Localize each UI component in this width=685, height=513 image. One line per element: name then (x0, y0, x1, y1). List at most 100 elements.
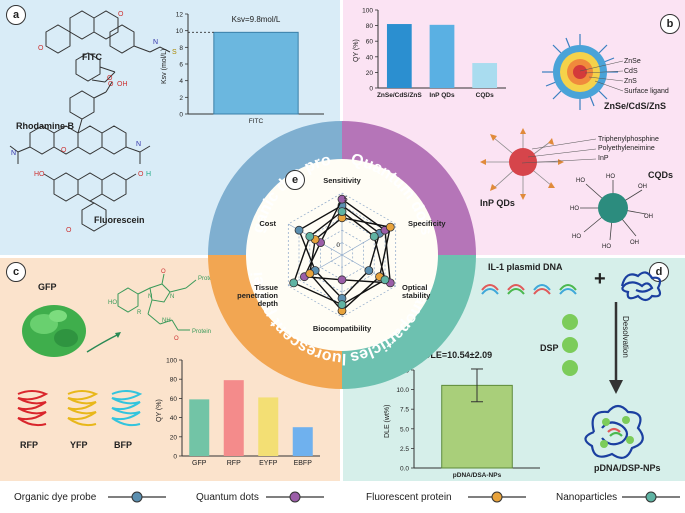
inp-qd-icon (480, 128, 564, 200)
yfp-protein-icon (67, 390, 99, 427)
dsp-nanoparticle-icon (584, 404, 644, 459)
dsp-label: DSP (540, 343, 559, 353)
radar-point (294, 225, 304, 235)
x-tick-label: ZnSe/CdS/ZnS (377, 92, 422, 99)
svg-text:O: O (161, 269, 166, 275)
y-tick-label: 8 (179, 45, 183, 52)
y-tick-label: 5.0 (400, 426, 409, 433)
plasmid-dna-icon (481, 284, 577, 295)
y-tick-label: 100 (166, 358, 177, 365)
fluorescein-label: Fluorescein (94, 215, 145, 225)
inp-ligand-pei: Polyethyleneimine (598, 145, 655, 152)
zncds-label-zns: ZnS (624, 78, 637, 85)
qd-chart-ylabel: QY (%) (353, 39, 360, 62)
y-tick-label: 20 (170, 434, 178, 441)
y-tick-label: 2 (179, 95, 183, 102)
bar (386, 24, 412, 88)
ksv-chart-ylabel: Ksv (mol/L) (161, 49, 168, 84)
radar-point (305, 269, 315, 279)
radar-point (380, 275, 390, 285)
svg-text:OH: OH (630, 240, 639, 246)
gfp-label: GFP (38, 282, 57, 292)
y-tick-label: 0.0 (400, 466, 409, 473)
bar (258, 397, 279, 456)
svg-text:N: N (148, 294, 152, 300)
svg-text:O: O (38, 45, 44, 52)
radar-axis-label: Cost (259, 219, 276, 228)
panel-label-b: b (660, 14, 680, 34)
radar-point (369, 231, 379, 241)
rfp-protein-icon (17, 390, 49, 427)
inp-ligand-tpp: Triphenylphosphine (598, 136, 659, 143)
radar-point (385, 222, 395, 232)
x-tick-label: GFP (192, 460, 207, 467)
svg-text:OH: OH (638, 184, 647, 190)
radar-point (337, 194, 347, 204)
panel-label-c: c (6, 262, 26, 282)
svg-text:HO: HO (108, 300, 117, 306)
bar (223, 380, 244, 456)
dle-annotation: DLE=10.54±2.09 (424, 350, 492, 360)
protein-top-label: Protein (198, 276, 218, 282)
bar (429, 24, 455, 88)
rfp-label: RFP (20, 440, 38, 450)
y-tick-label: 0 (369, 86, 373, 93)
bar (213, 31, 299, 115)
y-tick-label: 10.0 (396, 387, 409, 394)
y-tick-label: 100 (362, 8, 373, 15)
y-tick-label: 40 (170, 415, 178, 422)
inp-core-label: InP (598, 155, 609, 162)
zncds-label-cds: CdS (624, 68, 638, 75)
fp-chart-ylabel: QY (%) (156, 399, 163, 422)
svg-text:HO: HO (602, 244, 611, 250)
gfp-chromophore-icon: HO O N N NH O (108, 269, 197, 342)
svg-text:N: N (170, 294, 174, 300)
dle-chart: DLE (wt%) DLE=10.54±2.09 0.02.55.07.510.… (384, 350, 540, 479)
cqds-title: CQDs (648, 170, 674, 180)
fitc-label: FITC (82, 52, 102, 62)
svg-text:N: N (11, 150, 16, 157)
y-tick-label: 0 (173, 454, 177, 461)
svg-text:NH: NH (162, 318, 171, 324)
arrow-icon (86, 332, 121, 353)
y-tick-label: 20 (366, 70, 374, 77)
panel-label-a: a (6, 5, 26, 25)
svg-text:HO: HO (34, 171, 45, 178)
plus-sign: + (594, 268, 606, 290)
svg-text:O: O (107, 75, 113, 82)
gfp-protein-icon (22, 305, 86, 357)
dsp-coil-icon (620, 271, 662, 302)
legend-marker-qd (266, 491, 324, 503)
yfp-label: YFP (70, 440, 88, 450)
radar-point (305, 231, 315, 241)
dle-chart-ylabel: DLE (wt%) (384, 405, 391, 438)
y-tick-label: 12 (176, 12, 184, 19)
legend-label-fp: Fluorescent protein (366, 492, 452, 503)
y-tick-label: 60 (170, 396, 178, 403)
panel-label-e: e (285, 170, 305, 190)
svg-text:O: O (138, 171, 144, 178)
svg-text:S: S (172, 49, 177, 56)
svg-text:O: O (66, 227, 72, 234)
radar-point (337, 207, 347, 217)
svg-text:O: O (118, 11, 124, 18)
bfp-protein-icon (111, 390, 143, 427)
y-tick-label: 0 (179, 112, 183, 119)
zncds-title: ZnSe/CdS/ZnS (604, 101, 667, 111)
zncds-pointer-lines (579, 60, 624, 92)
fluorescein-structure-icon (43, 172, 137, 232)
y-tick-label: 40 (366, 54, 374, 61)
svg-text:HO: HO (572, 234, 581, 240)
np-title: pDNA/DSP-NPs (594, 463, 661, 473)
radar-tick-top: 5 (344, 196, 348, 203)
desolvation-arrow-icon (609, 302, 623, 394)
x-tick-label: pDNA/DSA-NPs (453, 472, 502, 479)
y-tick-label: 4 (179, 78, 183, 85)
protein-bottom-label: Protein (192, 329, 212, 335)
legend-label-qd: Quantum dots (196, 492, 259, 503)
fitc-structure-icon (45, 10, 171, 83)
